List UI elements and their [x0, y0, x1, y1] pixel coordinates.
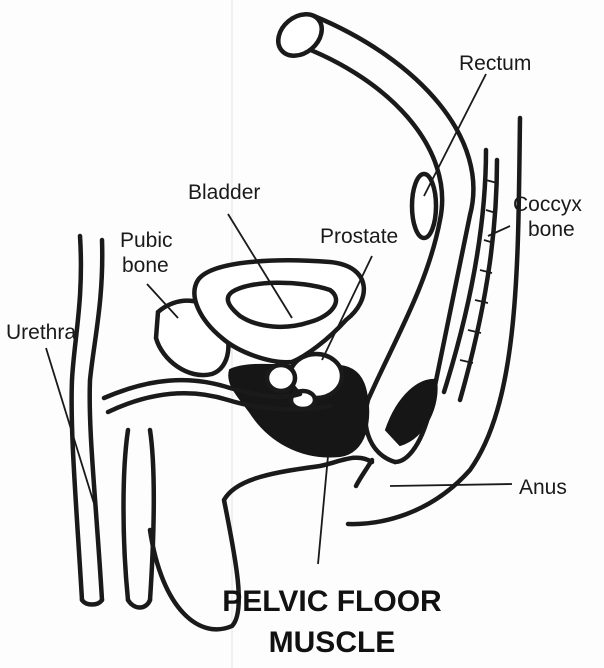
label-bladder: Bladder: [188, 181, 260, 204]
label-rectum: Rectum: [459, 52, 531, 75]
label-urethra: Urethra: [6, 321, 76, 344]
muscle-leader: [318, 456, 328, 564]
label-prostate: Prostate: [320, 225, 398, 248]
label-coccyx-line2: bone: [528, 218, 575, 241]
rectum-leader: [424, 74, 486, 196]
label-anus: Anus: [519, 476, 567, 499]
coccyx-bone: [444, 150, 497, 400]
anus-opening: [356, 460, 372, 486]
label-coccyx-line1: Coccyx: [513, 193, 582, 216]
label-pelvic-floor: PELVIC FLOOR: [222, 585, 442, 618]
rectum-lumen: [412, 174, 436, 238]
anal-sphincter-muscle: [386, 380, 437, 445]
label-pubic-line1: Pubic: [120, 229, 173, 252]
label-pubic-line2: bone: [122, 254, 169, 277]
anus-leader: [390, 484, 512, 486]
label-muscle: MUSCLE: [269, 626, 396, 659]
